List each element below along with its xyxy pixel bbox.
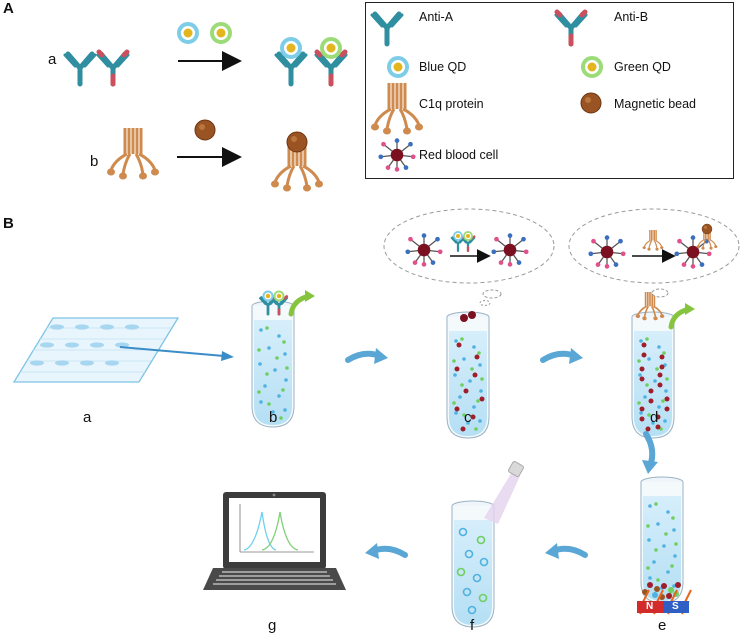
step-f-label: f [470,617,475,634]
legend-bead: Magnetic bead [614,97,697,111]
legend-anti-b: Anti-B [614,10,649,24]
legend-blue-qd: Blue QD [419,60,467,74]
well-plate [12,317,234,383]
sediment [642,582,681,600]
legend-c1q: C1q protein [419,97,484,111]
magnet-s-label: S [672,601,679,612]
row-b-label: b [90,153,99,170]
step-a-label: a [83,409,92,426]
magnet-south [663,601,689,613]
step-c-label: c [464,409,472,426]
panel-a-label: A [3,0,14,17]
legend-green-qd: Green QD [614,60,671,74]
magnet-north [637,601,663,613]
step-g-label: g [268,617,277,634]
step-d-label: d [650,409,659,426]
panel-b-label: B [3,215,14,232]
tube-f [451,500,495,628]
step-b-label: b [269,409,278,426]
step-e-label: e [658,617,667,634]
legend-anti-a: Anti-A [419,10,454,24]
panel-a-diagram [0,22,360,193]
legend-rbc: Red blood cell [419,148,499,162]
magnet-n-label: N [646,601,654,612]
legend [365,2,734,179]
row-a-label: a [48,51,57,68]
light-beam [484,472,520,524]
laptop [203,492,346,590]
